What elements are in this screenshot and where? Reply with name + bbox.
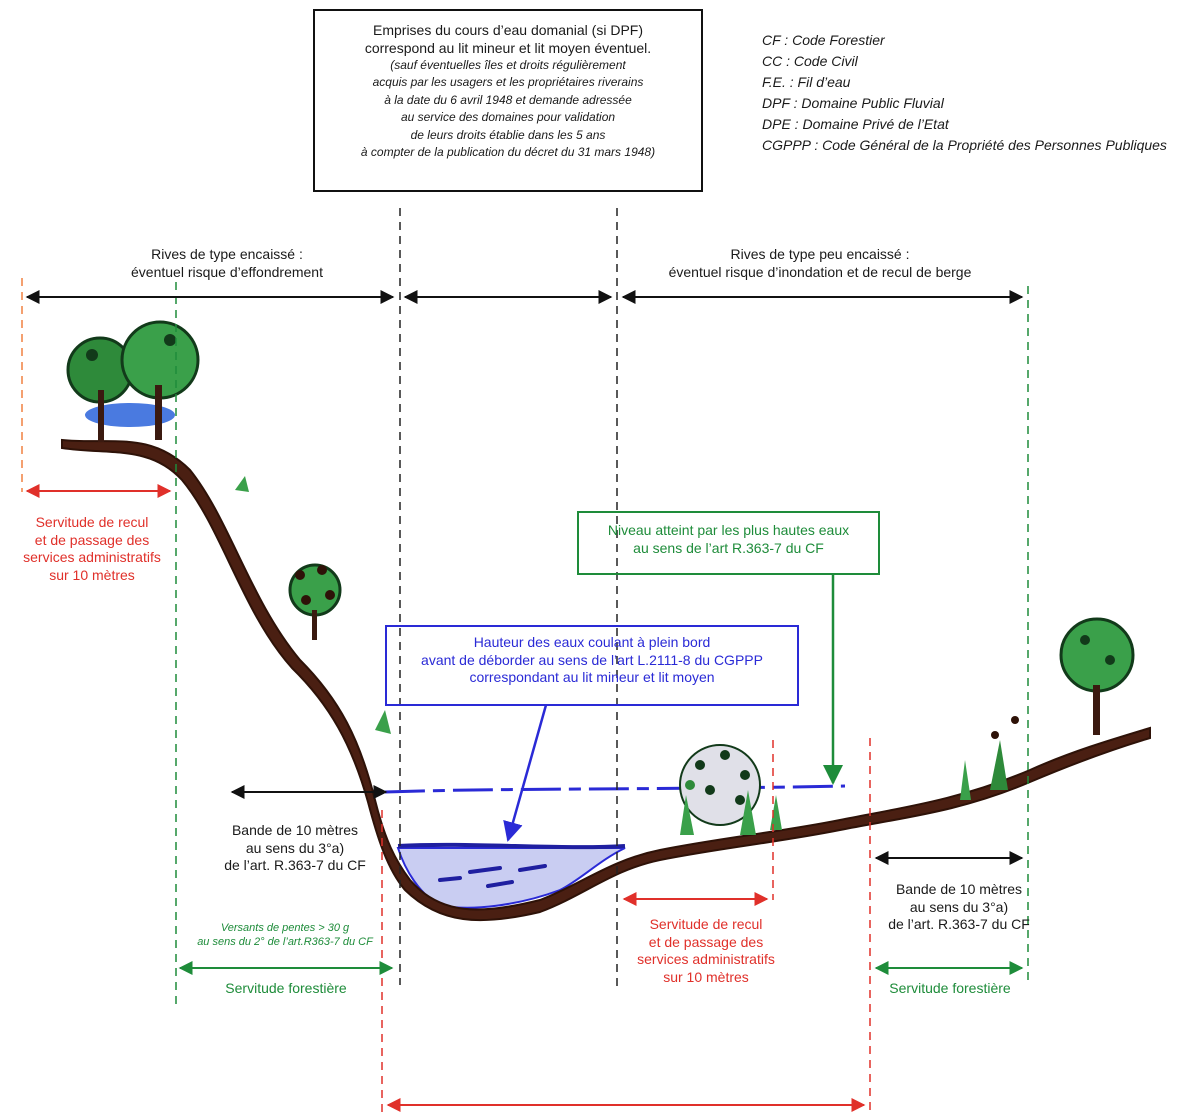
rives-right-label: Rives de type peu encaissé : éventuel ri… bbox=[668, 246, 972, 280]
legend-cgppp: CGPPP : Code Général de la Propriété des… bbox=[762, 137, 1167, 153]
legend-dpe: DPE : Domaine Privé de l’Etat bbox=[762, 116, 949, 132]
servitude-forestiere-right-label: Servitude forestière bbox=[889, 980, 1011, 996]
tree-cluster-left bbox=[66, 320, 200, 442]
servitude-recul-center-label: Servitude de recul et de passage des ser… bbox=[637, 916, 775, 985]
legend-cf: CF : Code Forestier bbox=[762, 32, 885, 48]
shrub-center bbox=[679, 744, 782, 835]
top-box-border bbox=[313, 9, 703, 192]
servitude-forestiere-left-label: Servitude forestière bbox=[225, 980, 347, 996]
abbreviation-legend: CF : Code Forestier CC : Code Civil F.E.… bbox=[762, 30, 1167, 156]
pointer-hauteur bbox=[503, 704, 548, 842]
servitude-recul-left-label: Servitude de recul et de passage des ser… bbox=[23, 514, 161, 583]
legend-dpf: DPF : Domaine Public Fluvial bbox=[762, 95, 944, 111]
shrub-right bbox=[960, 716, 1019, 800]
top-box: Emprises du cours d’eau domanial (si DPF… bbox=[316, 22, 700, 161]
legend-cc: CC : Code Civil bbox=[762, 53, 858, 69]
top-box-heading-1: Emprises du cours d’eau domanial (si DPF… bbox=[373, 22, 643, 38]
bande-left-label: Bande de 10 mètres au sens du 3°a) de l’… bbox=[224, 822, 366, 873]
arrows bbox=[25, 290, 1024, 1112]
bande-right-label: Bande de 10 mètres au sens du 3°a) de l’… bbox=[888, 881, 1030, 932]
legend-fe: F.E. : Fil d’eau bbox=[762, 74, 851, 90]
hauteur-box-border bbox=[385, 625, 799, 706]
shrub-slope-left bbox=[235, 476, 391, 734]
hauteur-label: Hauteur des eaux coulant à plein bord av… bbox=[421, 634, 763, 685]
tree-right bbox=[1059, 617, 1135, 735]
high-water-line bbox=[384, 784, 846, 794]
niveau-box-border bbox=[577, 511, 880, 575]
rives-left-label: Rives de type encaissé : éventuel risque… bbox=[131, 246, 323, 280]
water-surface-line bbox=[397, 842, 626, 850]
guide-lines bbox=[21, 208, 1029, 1112]
versants-label: Versants de pentes > 30 g au sens du 2° … bbox=[197, 922, 373, 948]
top-box-heading-2: correspond au lit mineur et lit moyen év… bbox=[364, 39, 652, 56]
river-water bbox=[396, 847, 626, 909]
water-ripples bbox=[438, 864, 547, 888]
niveau-label: Niveau atteint par les plus hautes eaux … bbox=[607, 522, 850, 556]
top-box-note: (sauf éventuelles îles et droits réguliè… bbox=[360, 58, 656, 159]
